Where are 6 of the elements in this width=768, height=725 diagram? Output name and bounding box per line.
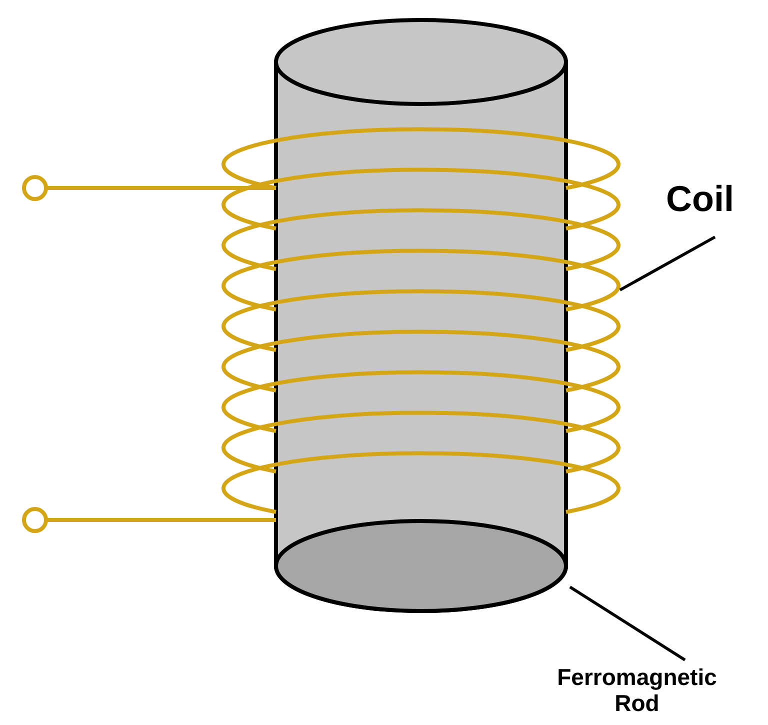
leader-line	[569, 586, 686, 662]
part-label: Ferromagnetic Rod	[547, 664, 727, 717]
leader-line	[619, 236, 716, 292]
rod-drawing	[274, 18, 568, 613]
part-label: Coil	[640, 178, 760, 220]
coil-drawing	[22, 127, 620, 533]
